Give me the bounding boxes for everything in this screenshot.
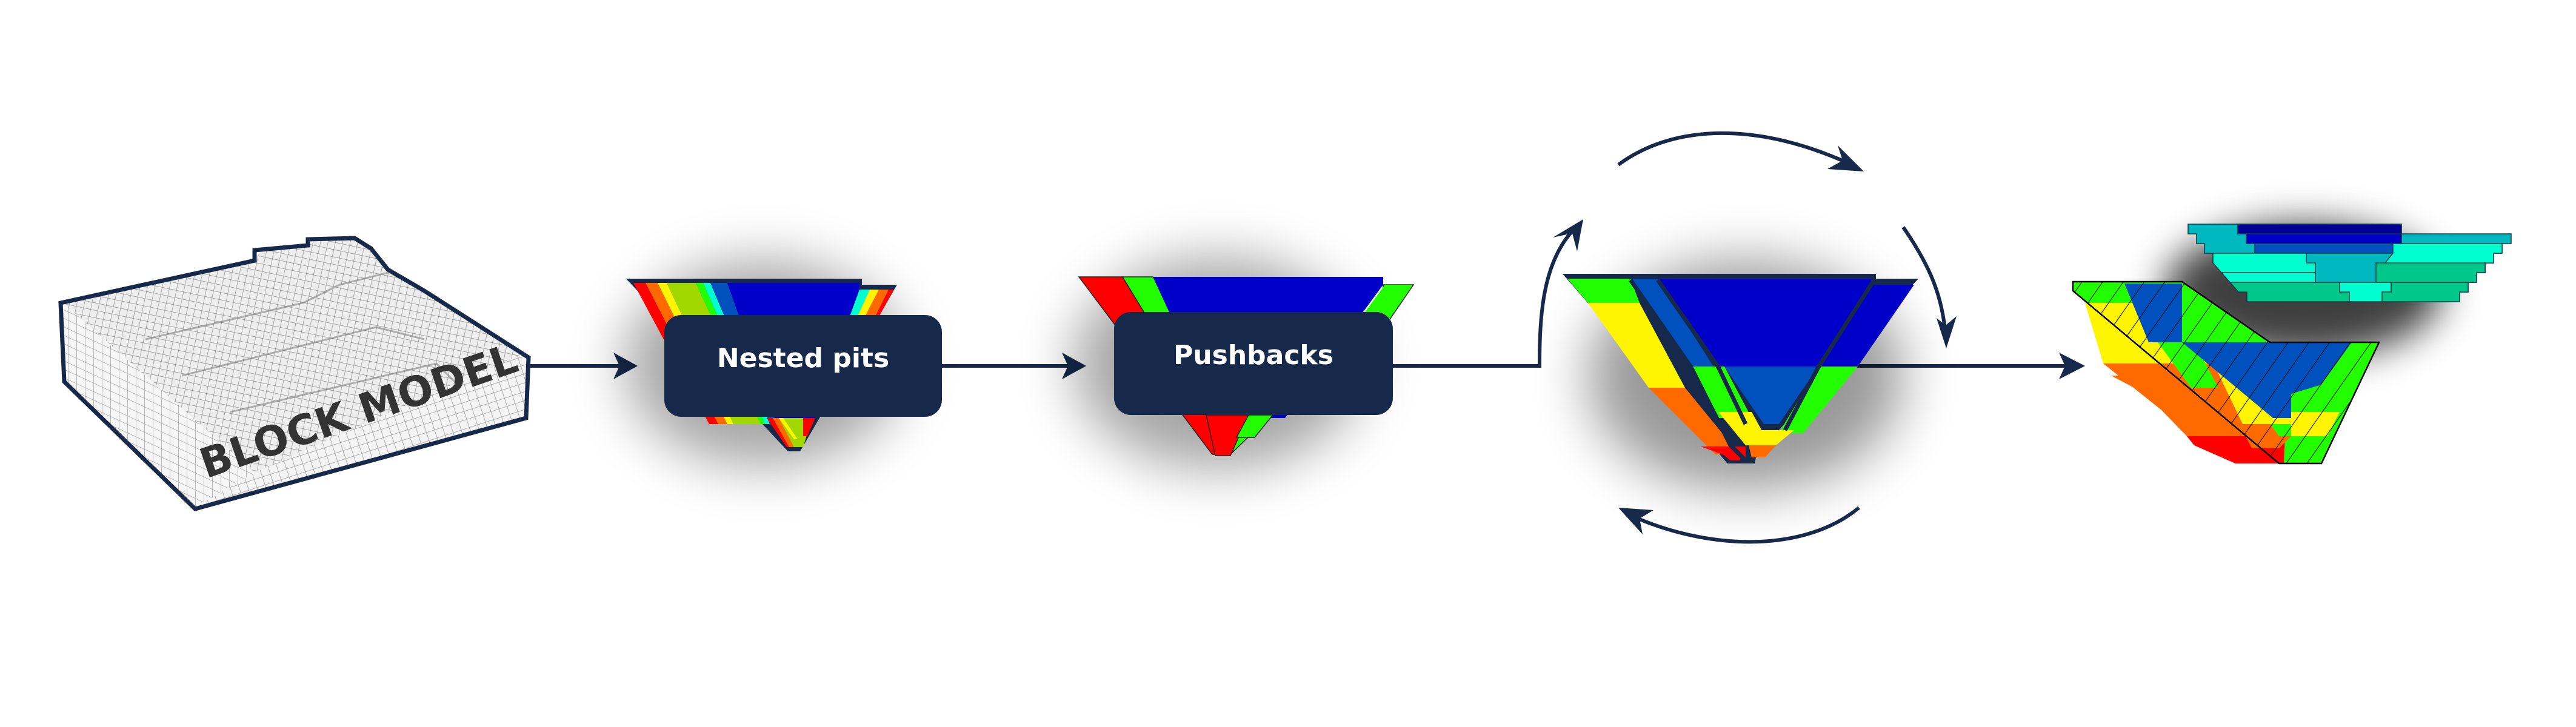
cycle-arrow-right (1901, 226, 1957, 348)
final-schedule-diagram (2072, 224, 2512, 465)
nested-pits-label: Nested pits (664, 315, 942, 417)
arrow-block-to-nested (530, 353, 638, 379)
cycle-arrow-bottom (1618, 506, 1860, 544)
block-model-left-face (61, 303, 255, 508)
pushbacks-label-box: Pushbacks (1114, 312, 1393, 415)
arrow-pushbacks-to-iteration (1393, 219, 1583, 368)
nested-pits-label-box: Nested pits (664, 315, 942, 417)
block-model-outline (58, 236, 531, 511)
cycle-arrow-top (1617, 131, 1864, 171)
block-model-top-face (61, 238, 521, 473)
iterative-schedule-diagram (1563, 261, 1918, 491)
cycle-arrow-left (1541, 233, 1570, 357)
arrow-nested-to-pushbacks (942, 353, 1086, 379)
block-model-front-face (195, 354, 530, 508)
hatched-pit (2072, 281, 2380, 465)
block-model (58, 236, 531, 511)
stacked-pit (2187, 224, 2512, 302)
block-model-relief (145, 271, 462, 413)
cycle-arrows (1541, 131, 1957, 544)
pushbacks-label: Pushbacks (1114, 312, 1393, 415)
